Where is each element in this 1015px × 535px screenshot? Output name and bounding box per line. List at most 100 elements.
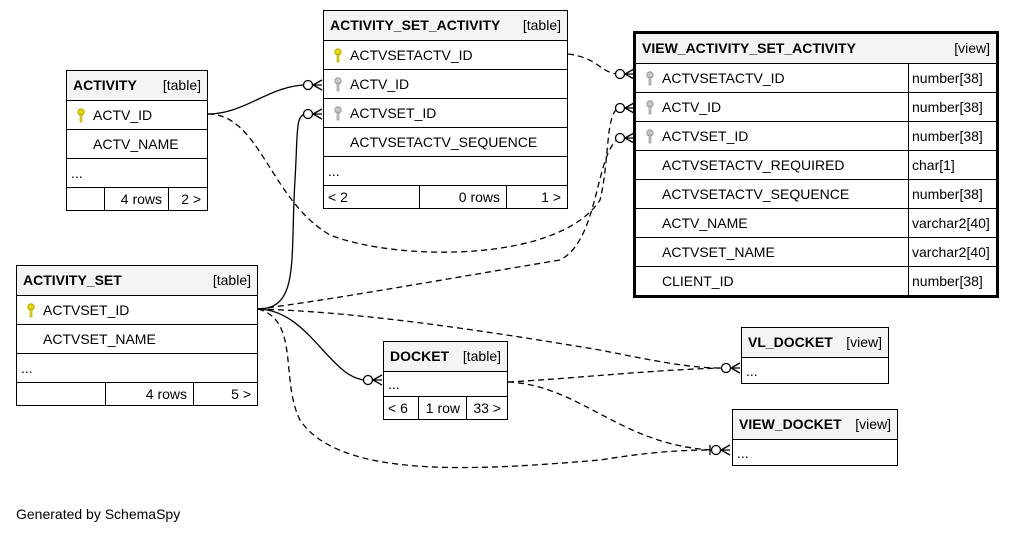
column-name: ACTV_NAME: [662, 215, 748, 231]
link-activityset-vldocket: [257, 308, 723, 369]
column-name: ACTVSET_ID: [350, 105, 437, 121]
table-kind: [view]: [846, 334, 882, 350]
table-name: VIEW_ACTIVITY_SET_ACTIVITY: [642, 40, 856, 56]
foreign-key-icon: [646, 129, 654, 144]
table-name: VIEW_DOCKET: [739, 416, 842, 432]
column-name: ACTVSETACTV_SEQUENCE: [350, 134, 538, 150]
link-docket-vldocket: [507, 367, 723, 383]
column-name: ACTVSETACTV_ID: [350, 47, 473, 63]
table-footer: 4 rows 2 >: [67, 187, 207, 210]
column-name: ACTVSET_ID: [43, 302, 130, 318]
table-kind: [table]: [462, 348, 501, 364]
column-name: ACTVSET_ID: [662, 128, 749, 144]
parent-count-link[interactable]: < 6: [388, 400, 408, 416]
column-name: ACTVSETACTV_REQUIRED: [662, 157, 845, 173]
column-name: ACTVSETACTV_SEQUENCE: [662, 186, 850, 202]
table-kind: [table]: [162, 77, 201, 93]
more-columns-row: ...: [742, 357, 888, 383]
column-row[interactable]: ACTVSET_NAME: [17, 324, 257, 353]
table-kind: [view]: [855, 416, 891, 432]
link-activity-view: [207, 107, 621, 253]
column-name: ACTVSETACTV_ID: [662, 70, 785, 86]
column-type: varchar2[40]: [908, 238, 996, 266]
column-name: CLIENT_ID: [662, 273, 734, 289]
table-name: VL_DOCKET: [748, 334, 833, 350]
table-footer: 4 rows 5 >: [17, 382, 257, 405]
table-kind: [table]: [522, 17, 561, 33]
more-columns-row: ...: [324, 156, 567, 185]
table-docket[interactable]: DOCKET [table] ... < 6 1 row 33 >: [383, 341, 508, 420]
table-activity[interactable]: ACTIVITY [table] ACTV_ID ACTV_NAME ... 4…: [66, 70, 208, 211]
table-footer: < 6 1 row 33 >: [384, 396, 507, 419]
table-kind: [view]: [954, 40, 990, 56]
column-name: ACTVSET_NAME: [43, 331, 156, 347]
link-activityset-asa: [257, 113, 308, 310]
view-view-docket[interactable]: VIEW_DOCKET [view] ...: [732, 409, 898, 466]
column-row[interactable]: ACTVSET_ID: [324, 98, 567, 127]
column-type: number[38]: [908, 64, 996, 92]
table-activity-set[interactable]: ACTIVITY_SET [table] ACTVSET_ID ACTVSET_…: [16, 265, 258, 406]
primary-key-icon: [27, 303, 35, 318]
generator-credit: Generated by SchemaSpy: [16, 506, 181, 522]
column-row[interactable]: ACTV_NAME: [67, 129, 207, 158]
row-count: 4 rows: [105, 383, 193, 405]
link-activityset-view: [257, 137, 621, 310]
table-name: DOCKET: [390, 348, 450, 364]
column-row[interactable]: ACTVSET_ID number[38]: [636, 121, 996, 150]
foreign-key-icon: [646, 100, 654, 115]
column-type: number[38]: [908, 267, 996, 295]
child-count-link[interactable]: 33 >: [466, 397, 507, 419]
column-type: char[1]: [908, 151, 996, 179]
primary-key-icon: [77, 108, 85, 123]
link-docket-viewdocket: [507, 381, 713, 451]
column-row[interactable]: ACTVSETACTV_SEQUENCE number[38]: [636, 179, 996, 208]
column-name: ACTV_ID: [93, 107, 153, 123]
column-name: ACTVSET_NAME: [662, 244, 775, 260]
column-row[interactable]: ACTV_ID: [67, 100, 207, 129]
table-activity-set-activity[interactable]: ACTIVITY_SET_ACTIVITY [table] ACTVSETACT…: [323, 10, 568, 209]
foreign-key-icon: [334, 106, 342, 121]
column-type: number[38]: [908, 93, 996, 121]
table-name: ACTIVITY_SET_ACTIVITY: [330, 17, 501, 33]
link-asa-view: [567, 53, 621, 75]
column-name: ACTV_ID: [350, 76, 410, 92]
table-footer: < 2 0 rows 1 >: [324, 185, 567, 208]
column-row[interactable]: ACTVSETACTV_ID: [324, 40, 567, 69]
child-count-link[interactable]: 5 >: [193, 383, 257, 405]
more-columns-row: ...: [17, 353, 257, 382]
link-activityset-docket: [257, 308, 368, 381]
child-count-link[interactable]: 1 >: [506, 186, 567, 208]
row-count: 1 row: [418, 397, 466, 419]
link-activityset-viewdocket: [257, 308, 713, 469]
foreign-key-icon: [646, 71, 654, 86]
row-count: 0 rows: [419, 186, 506, 208]
child-count-link[interactable]: 2 >: [168, 188, 207, 210]
column-row[interactable]: ACTVSETACTV_SEQUENCE: [324, 127, 567, 156]
column-row[interactable]: ACTVSET_NAME varchar2[40]: [636, 237, 996, 266]
column-row[interactable]: ACTVSETACTV_REQUIRED char[1]: [636, 150, 996, 179]
more-columns-row: ...: [384, 371, 507, 396]
table-name: ACTIVITY: [73, 77, 137, 93]
column-type: varchar2[40]: [908, 209, 996, 237]
column-type: number[38]: [908, 180, 996, 208]
primary-key-icon: [334, 48, 342, 63]
more-columns-row: ...: [67, 158, 207, 187]
more-columns-row: ...: [733, 439, 897, 465]
column-type: number[38]: [908, 122, 996, 150]
table-kind: [table]: [212, 272, 251, 288]
view-vl-docket[interactable]: VL_DOCKET [view] ...: [741, 327, 889, 384]
column-row[interactable]: ACTVSETACTV_ID number[38]: [636, 63, 996, 92]
parent-count-link[interactable]: < 2: [328, 189, 348, 205]
column-name: ACTV_ID: [662, 99, 722, 115]
column-row[interactable]: ACTV_ID number[38]: [636, 92, 996, 121]
column-row[interactable]: ACTV_NAME varchar2[40]: [636, 208, 996, 237]
column-row[interactable]: ACTVSET_ID: [17, 295, 257, 324]
foreign-key-icon: [334, 77, 342, 92]
table-name: ACTIVITY_SET: [23, 272, 122, 288]
column-name: ACTV_NAME: [93, 136, 179, 152]
column-row[interactable]: CLIENT_ID number[38]: [636, 266, 996, 295]
column-row[interactable]: ACTV_ID: [324, 69, 567, 98]
view-activity-set-activity[interactable]: VIEW_ACTIVITY_SET_ACTIVITY [view] ACTVSE…: [633, 31, 999, 298]
row-count: 4 rows: [104, 188, 168, 210]
